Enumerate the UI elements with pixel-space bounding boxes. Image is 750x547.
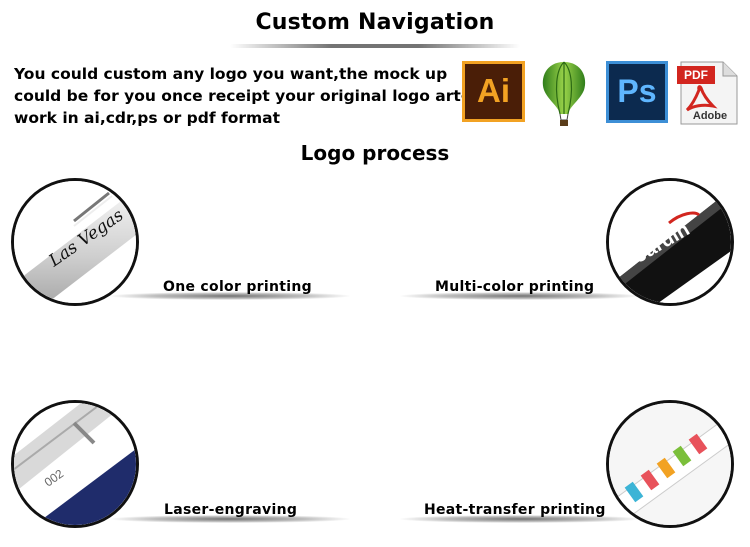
caption-shadow — [110, 515, 350, 523]
photoshop-icon-label: Ps — [617, 73, 657, 109]
coreldraw-balloon-icon — [538, 60, 590, 128]
pdf-icon-label: PDF — [684, 68, 708, 82]
page-title: Custom Navigation — [255, 10, 495, 35]
one-color-sample-image: Las Vegas — [11, 178, 139, 306]
caption-one-color: One color printing — [163, 279, 312, 295]
laser-engraving-sample-image: 002 — [11, 400, 139, 528]
title-underline — [230, 44, 520, 48]
caption-heat-transfer: Heat-transfer printing — [424, 502, 606, 518]
caption-laser-engraving: Laser-engraving — [164, 502, 298, 518]
caption-shadow — [400, 515, 640, 523]
caption-multi-color: Multi-color printing — [435, 279, 595, 295]
description-line: could be for you once receipt your origi… — [14, 87, 468, 105]
pdf-icon-sublabel: Adobe — [692, 110, 728, 122]
illustrator-icon-label: Ai — [477, 72, 510, 109]
illustrator-icon: Ai — [462, 61, 525, 122]
description-text: You could custom any logo you want,the m… — [14, 63, 468, 129]
photoshop-icon: Ps — [606, 61, 668, 123]
pdf-adobe-icon: PDF Adobe — [677, 60, 739, 126]
heat-transfer-sample-image — [606, 400, 734, 528]
caption-shadow — [400, 292, 640, 300]
multi-color-sample-image: Jardin — [606, 178, 734, 306]
description-line: You could custom any logo you want,the m… — [14, 65, 448, 83]
section-title: Logo process — [300, 141, 450, 165]
caption-shadow — [110, 292, 350, 300]
description-line: work in ai,cdr,ps or pdf format — [14, 109, 281, 127]
